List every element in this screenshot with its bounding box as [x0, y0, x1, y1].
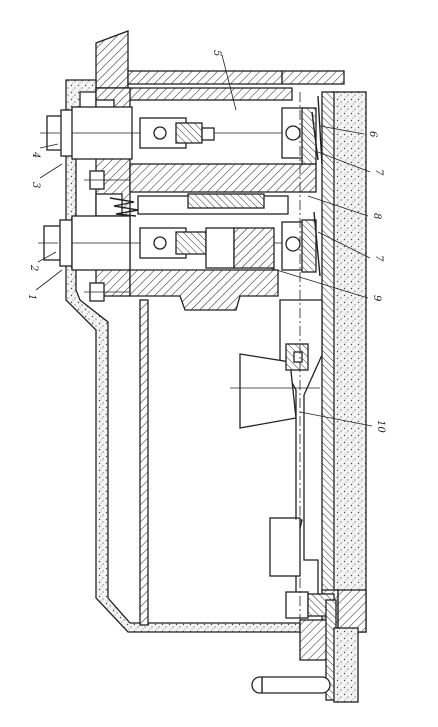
taper-block [230, 343, 320, 429]
callout-4: 4 [30, 151, 41, 158]
base-plate [321, 91, 367, 633]
housing-bolts [84, 170, 130, 302]
callout-3: 3 [30, 182, 41, 188]
callout-6: 6 [367, 131, 378, 138]
bottom-bolt-assembly [285, 590, 359, 703]
handle [251, 676, 331, 694]
callout-10: 10 [375, 420, 386, 433]
callouts: 4 3 2 1 5 6 7 8 7 9 10 [26, 50, 386, 433]
lower-contacts [281, 211, 321, 277]
callout-1: 1 [26, 294, 37, 300]
spring [95, 193, 289, 217]
housing-shell [65, 79, 301, 633]
upper-contacts [281, 95, 323, 165]
lower-pin-assembly [43, 215, 300, 271]
callout-5: 5 [211, 50, 222, 56]
callout-2: 2 [28, 264, 39, 271]
callout-9: 9 [371, 295, 382, 302]
centerlines [38, 92, 301, 660]
callout-7-upper: 7 [373, 169, 384, 176]
leader-lines [35, 54, 373, 427]
callout-8: 8 [371, 213, 382, 219]
callout-7-lower: 7 [373, 255, 384, 262]
top-cover [95, 30, 345, 89]
upper-pin-assembly [46, 106, 300, 160]
